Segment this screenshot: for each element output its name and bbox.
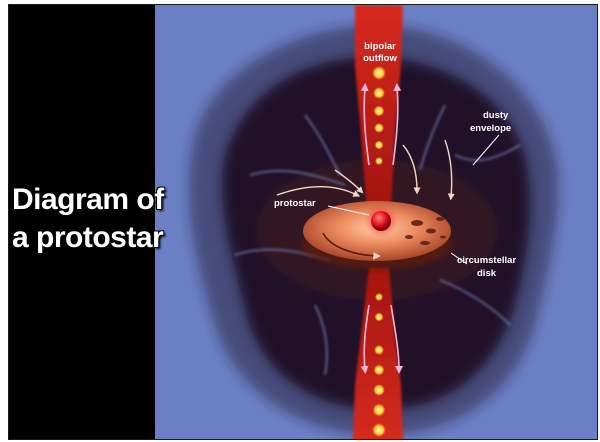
label-protostar: protostar bbox=[274, 198, 316, 209]
diagram-frame: Diagram of a protostar bbox=[8, 4, 598, 440]
diagram-title: Diagram of a protostar bbox=[12, 181, 164, 257]
protostar-illustration: bipolar outflow dusty envelope protostar… bbox=[155, 5, 598, 440]
label-bipolar-outflow-1: bipolar bbox=[364, 41, 396, 52]
protostar bbox=[368, 208, 394, 234]
label-circumstellar-disk-2: disk bbox=[477, 268, 497, 279]
label-circumstellar-disk-1: circumstellar bbox=[457, 255, 516, 266]
title-line-2: a protostar bbox=[12, 219, 164, 257]
label-dusty-envelope-1: dusty bbox=[483, 110, 509, 121]
title-line-1: Diagram of bbox=[12, 181, 164, 219]
label-dusty-envelope-2: envelope bbox=[470, 123, 511, 134]
label-bipolar-outflow-2: outflow bbox=[363, 53, 397, 64]
